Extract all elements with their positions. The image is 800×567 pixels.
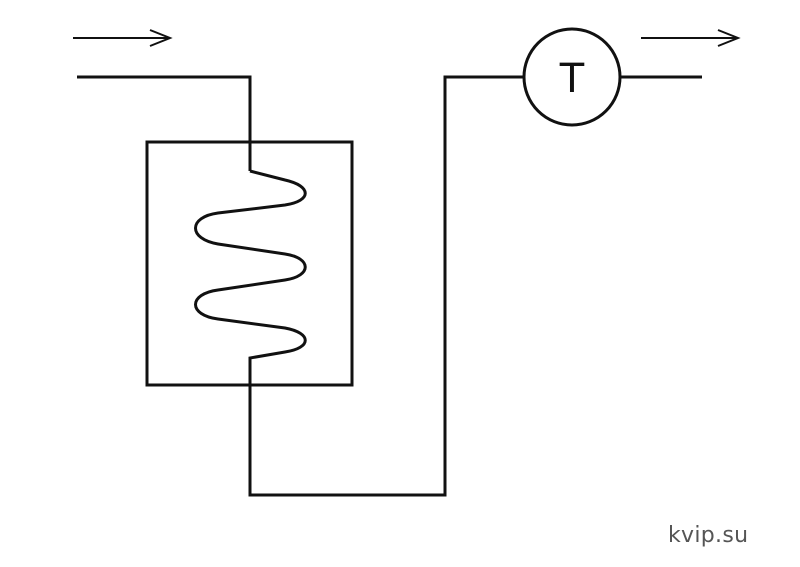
- heating-coil: [194, 169, 307, 385]
- outlet-flow-arrow: [641, 29, 741, 47]
- site-watermark: kvip.su: [668, 523, 749, 548]
- outlet-pipe: [248, 75, 524, 497]
- heater-housing: [145, 140, 354, 387]
- temperature-sensor-label: T: [559, 56, 585, 102]
- temperature-sensor: T: [522, 27, 622, 127]
- inlet-pipe: [77, 75, 252, 171]
- inlet-flow-arrow: [73, 29, 173, 47]
